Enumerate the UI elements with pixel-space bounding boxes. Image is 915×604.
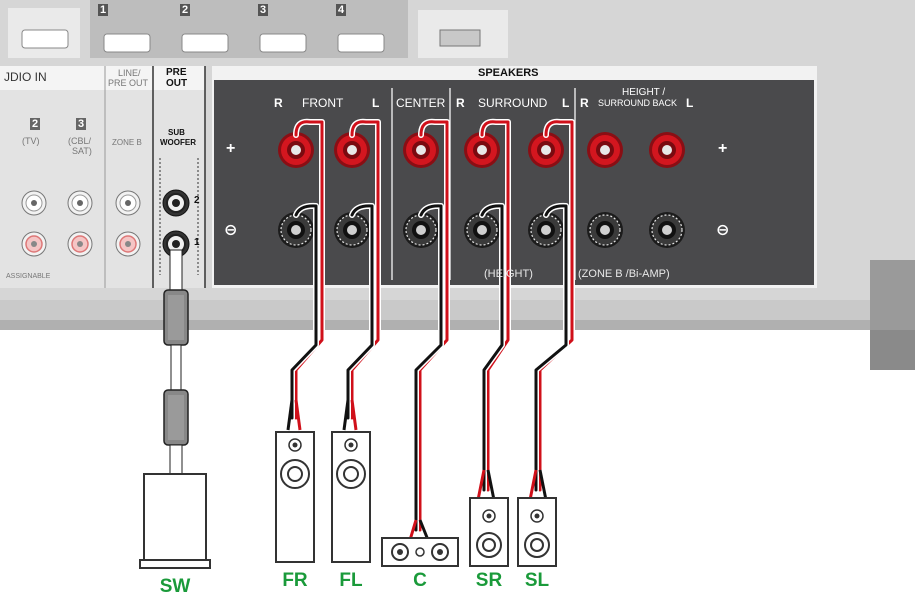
caption-sl: SL	[524, 570, 550, 591]
speakers-title: SPEAKERS	[478, 67, 539, 79]
surround-r-label: R	[456, 96, 465, 110]
center-label: CENTER	[396, 96, 446, 110]
caption-sr: SR	[475, 570, 503, 591]
speaker-c	[381, 537, 459, 567]
pre-out-title-2: OUT	[166, 78, 188, 89]
surround-l-label: L	[562, 96, 570, 110]
speaker-fr	[275, 431, 315, 563]
front-l-label: L	[372, 96, 380, 110]
line-pre-out-title-2: PRE OUT	[108, 78, 149, 88]
minus-sign-right: ⊖	[716, 222, 730, 239]
subwoofer-jack-1: 1	[194, 237, 200, 248]
height-r-label: R	[580, 96, 589, 110]
subwoofer-jack-2: 2	[194, 195, 200, 206]
height-l-label: L	[686, 96, 694, 110]
line-pre-out-title-1: LINE/	[118, 68, 141, 78]
audio-in-3-number: 3	[76, 118, 87, 130]
plus-sign-right: +	[718, 140, 728, 157]
assignable-label: ASSIGNABLE	[6, 273, 51, 280]
pre-out-title-1: PRE	[166, 67, 187, 78]
hdmi-number-3: 3	[258, 4, 269, 16]
subwoofer-box	[139, 473, 211, 569]
audio-in-3-label-2: SAT)	[72, 146, 92, 156]
caption-sw: SW	[159, 576, 191, 597]
audio-in-2-label: (TV)	[22, 136, 40, 146]
front-r-label: R	[274, 96, 283, 110]
minus-sign-left: ⊖	[224, 222, 238, 239]
height-label-1: HEIGHT /	[622, 87, 666, 98]
caption-c: C	[413, 570, 427, 591]
hdmi-number-2: 2	[180, 4, 191, 16]
speaker-sr	[469, 497, 509, 567]
audio-in-title: JDIO IN	[4, 70, 47, 84]
height-note: (HEIGHT)	[484, 268, 533, 280]
audio-in-2-number: 2	[30, 118, 41, 130]
caption-fr: FR	[282, 570, 308, 591]
hdmi-number-1: 1	[98, 4, 109, 16]
subwoofer-jack-label-2: WOOFER	[160, 138, 196, 147]
subwoofer-jack-label-1: SUB	[168, 128, 185, 137]
hdmi-number-4: 4	[336, 4, 347, 16]
zone-b-label: ZONE B	[112, 138, 142, 147]
audio-in-3-label-1: (CBL/	[68, 136, 92, 146]
caption-fl: FL	[339, 570, 363, 591]
speaker-fl	[331, 431, 371, 563]
subwoofer-cable	[163, 249, 189, 476]
plus-sign-left: +	[226, 140, 236, 157]
front-label: FRONT	[302, 96, 344, 110]
surround-label: SURROUND	[478, 96, 548, 110]
speaker-sl	[517, 497, 557, 567]
zone-bi-amp-note: (ZONE B /Bi-AMP)	[578, 268, 670, 280]
height-label-2: SURROUND BACK	[598, 98, 678, 108]
